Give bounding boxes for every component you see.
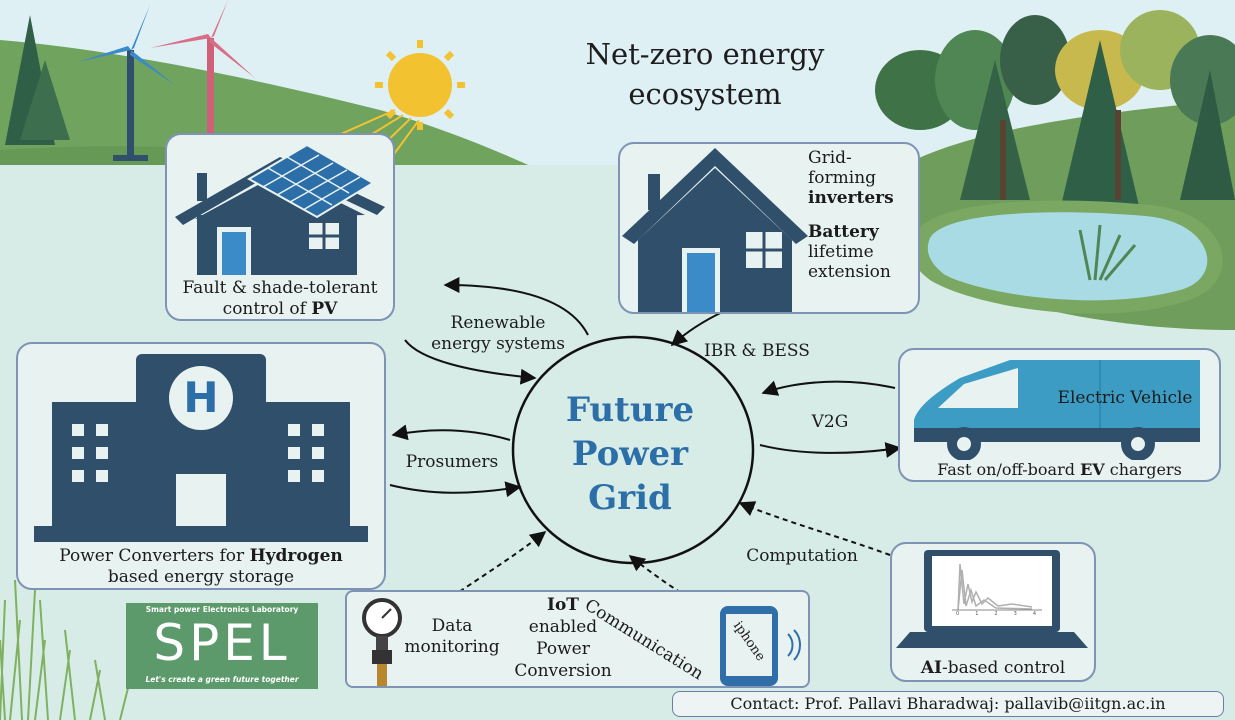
spel-logo: Smart power Electronics Laboratory SPEL … (126, 603, 318, 689)
center-line-3: Grid (588, 478, 672, 518)
iot-label: IoT enabled Power Conversion (507, 594, 619, 682)
iot-card: Data monitoring IoT enabled Power Conver… (345, 590, 810, 688)
inverter-l6: extension (808, 262, 891, 282)
iot-l1-bold: IoT (547, 595, 579, 615)
title-line-2: ecosystem (628, 77, 782, 111)
ai-caption-suffix: -based control (941, 658, 1066, 678)
inverter-l1: Grid- (808, 148, 852, 168)
future-grid-label: Future Power Grid (520, 388, 740, 520)
pv-caption-line2: control of PV (167, 299, 393, 320)
ai-tick-4: 4 (1032, 611, 1036, 617)
pressure-gauge-icon (362, 598, 402, 686)
renewable-label: Renewable energy systems (418, 313, 578, 355)
ibr-label: IBR & BESS (704, 341, 810, 361)
house-icon (622, 148, 808, 312)
pv-caption-bold: PV (311, 299, 338, 319)
ev-caption-prefix: Fast on/off-board (937, 460, 1081, 479)
inverter-l4-bold: Battery (808, 222, 879, 242)
grass-icon (0, 579, 131, 720)
hydrogen-caption: Power Converters for Hydrogen based ener… (18, 546, 384, 588)
arrow-v2g-out (759, 442, 902, 458)
electric-van-icon (914, 360, 1200, 460)
hydrogen-plant-icon (34, 354, 368, 542)
prosumers-label: Prosumers (405, 452, 499, 472)
ev-caption-suffix: chargers (1104, 460, 1182, 479)
iot-l1: IoT (507, 594, 619, 616)
diagram-title: Net-zero energy ecosystem (520, 34, 890, 114)
hydrogen-caption-line1: Power Converters for Hydrogen (18, 546, 384, 567)
ai-caption-bold: AI (920, 658, 942, 678)
iot-l4: Conversion (514, 661, 612, 681)
arrow-v2g-in (761, 380, 896, 396)
ai-tick-0: 0 (956, 611, 960, 617)
laptop-chart-icon (896, 550, 1088, 648)
tree-left-icon (5, 15, 70, 145)
spel-logo-top: Smart power Electronics Laboratory (145, 605, 299, 614)
arrow-renewable-out (443, 277, 589, 336)
ai-card: 0 1 2 3 4 AI-based control (890, 542, 1096, 682)
contact-box: Contact: Prof. Pallavi Bharadwaj: pallav… (672, 691, 1224, 717)
ev-caption: Fast on/off-board EV chargers (900, 459, 1219, 480)
inverter-l4: Battery (808, 222, 900, 242)
renewable-l1: Renewable (450, 313, 546, 333)
pond-icon (910, 200, 1223, 314)
inverter-caption: Grid- forming inverters Battery lifetime… (808, 148, 900, 282)
spel-logo-bottom: Let's create a green future together (145, 675, 299, 684)
iot-l3: Power (536, 639, 590, 659)
hydrogen-letter-icon: H (183, 373, 219, 422)
arrow-prosumers-in (389, 481, 522, 498)
wind-turbine-icon (78, 0, 255, 161)
ev-caption-bold: EV (1080, 460, 1105, 479)
ai-tick-2: 2 (994, 611, 998, 617)
ev-card: Electric Vehicle Fast on/off-board EV ch… (898, 348, 1221, 482)
title-line-1: Net-zero energy (585, 37, 825, 71)
hydrogen-caption-prefix: Power Converters for (59, 546, 250, 566)
inverter-l2: forming (808, 168, 877, 188)
ai-axis-ticks: 0 1 2 3 4 (956, 611, 1036, 617)
iot-l2: enabled (528, 617, 598, 637)
ai-tick-1: 1 (975, 611, 979, 617)
pv-caption-prefix: control of (222, 299, 312, 319)
ai-caption: AI-based control (892, 658, 1094, 679)
hydrogen-caption-line2: based energy storage (107, 567, 295, 587)
data-monitoring-label: Data monitoring (397, 616, 507, 658)
computation-label: Computation (746, 546, 858, 566)
center-line-1: Future (565, 390, 695, 430)
v2g-label: V2G (811, 412, 849, 432)
center-line-2: Power (571, 434, 689, 474)
inverter-l3-bold: inverters (808, 188, 894, 208)
phone-icon (720, 606, 801, 686)
inverter-l3: inverters (808, 188, 900, 208)
pv-card: Fault & shade-tolerant control of PV (165, 133, 395, 321)
hydrogen-caption-bold: Hydrogen (249, 546, 343, 566)
ai-tick-3: 3 (1013, 611, 1017, 617)
inverter-l5: lifetime (808, 242, 874, 262)
pv-caption: Fault & shade-tolerant control of PV (167, 278, 393, 320)
renewable-l2: energy systems (431, 334, 565, 354)
ev-van-label: Electric Vehicle (1057, 388, 1193, 408)
hydrogen-card: H Power Converters for Hydrogen based en… (16, 342, 386, 590)
pv-caption-line1: Fault & shade-tolerant (182, 278, 378, 298)
data-l1: Data (431, 616, 473, 636)
data-l2: monitoring (404, 637, 500, 657)
arrow-renewable-in (404, 339, 537, 385)
solar-house-icon (175, 143, 385, 275)
inverter-card: Grid- forming inverters Battery lifetime… (618, 142, 920, 314)
spel-logo-main: SPEL (153, 614, 291, 672)
arrow-prosumers-out (391, 424, 511, 441)
